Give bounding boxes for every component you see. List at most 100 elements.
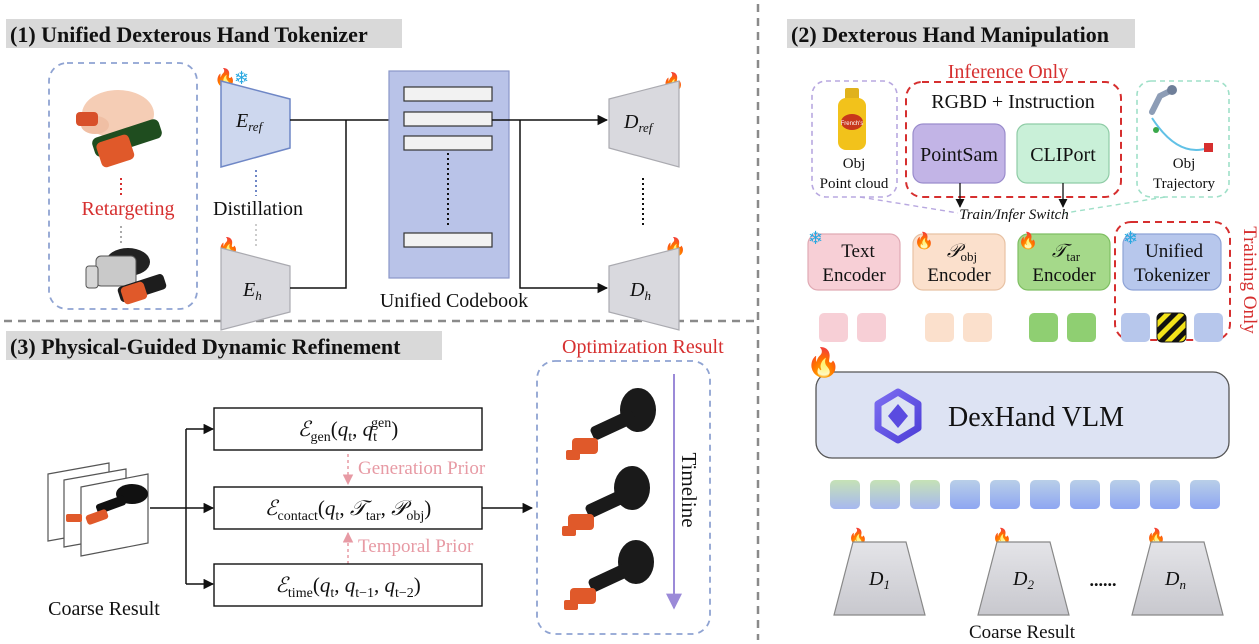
- obj-trajectory-label-1: Obj: [1173, 156, 1196, 172]
- panel-2-title-bg: [787, 19, 1135, 48]
- output-token: [1150, 480, 1180, 509]
- ttar-encoder-label: Encoder: [1032, 265, 1096, 286]
- token-masked: [1156, 312, 1187, 343]
- token-ttar-1: [1029, 313, 1058, 342]
- encoder-ref-label: Eref: [235, 110, 265, 134]
- token-text-1: [819, 313, 848, 342]
- dexhand-vlm-label: DexHand VLM: [948, 402, 1124, 433]
- distillation-label: Distillation: [213, 198, 303, 220]
- token-unified-1: [1121, 313, 1150, 342]
- panel-1-title-bg: [6, 19, 402, 48]
- decoder-h-label: Dh: [629, 279, 651, 303]
- pointsam-label: PointSam: [920, 144, 998, 166]
- snowflake-icon-eref: ❄: [234, 68, 249, 88]
- encoder-h: [220, 247, 291, 331]
- fire-icon-pobj-encoder: 🔥: [914, 231, 934, 250]
- panel-2-manipulation: (2) Dexterous Hand Manipulation French's…: [787, 19, 1259, 643]
- snowflake-icon-text-encoder: ❄: [808, 228, 823, 248]
- inference-only-label: Inference Only: [948, 61, 1069, 83]
- retargeting-label: Retargeting: [82, 198, 175, 220]
- text-encoder-label-2: Encoder: [822, 265, 886, 286]
- output-token: [1190, 480, 1220, 509]
- dexhand-vlm-box: [815, 371, 1230, 459]
- panel-3-title: (3) Physical-Guided Dynamic Refinement: [10, 334, 401, 359]
- training-only-label: Training Only: [1239, 226, 1259, 334]
- energy-time-formula: ℰtime(qt, qt−1, qt−2): [275, 573, 421, 601]
- energy-gen-box: [213, 407, 483, 451]
- energy-gen-formula: ℰgen(qt, qtgen): [298, 416, 398, 445]
- cliport-label: CLIPort: [1030, 144, 1096, 166]
- fire-icon-dn: 🔥: [1146, 527, 1166, 546]
- snowflake-icon-unified-tokenizer: ❄: [1123, 228, 1138, 248]
- unified-tokenizer-box: [1122, 233, 1222, 291]
- human-hand-icon: [76, 90, 162, 168]
- codebook-label: Unified Codebook: [380, 290, 528, 312]
- robot-arm-trajectory-icon: [1149, 85, 1213, 152]
- obj-point-cloud-box: [811, 80, 898, 198]
- unified-tokenizer-label-2: Tokenizer: [1134, 265, 1210, 286]
- retargeting-box: [48, 62, 198, 310]
- output-token: [1070, 480, 1100, 509]
- panel-3-refinement: (3) Physical-Guided Dynamic Refinement C…: [6, 331, 724, 635]
- output-token: [1110, 480, 1140, 509]
- panel-1-title: (1) Unified Dexterous Hand Tokenizer: [10, 22, 368, 47]
- decoder-d2-label: D2: [1012, 568, 1034, 592]
- coarse-result-label-right: Coarse Result: [969, 622, 1076, 643]
- train-infer-switch-label: Train/Infer Switch: [959, 207, 1069, 223]
- energy-time-box: [213, 563, 483, 607]
- obj-point-cloud-label-1: Obj: [843, 156, 866, 172]
- decoder-d2: [977, 541, 1070, 616]
- codebook-entry: [403, 232, 493, 248]
- fire-icon-ttar-encoder: 🔥: [1018, 231, 1038, 250]
- panel-1-tokenizer: (1) Unified Dexterous Hand Tokenizer Ret…: [6, 19, 686, 331]
- optimized-hand-1: [566, 388, 656, 460]
- optimized-hand-2: [562, 466, 650, 536]
- decoder-ref: [608, 80, 680, 168]
- output-token: [990, 480, 1020, 509]
- decoder-dn: [1131, 541, 1224, 616]
- token-ttar-2: [1067, 313, 1096, 342]
- pobj-encoder-label: Encoder: [927, 265, 991, 286]
- text-encoder-label-1: Text: [841, 241, 875, 262]
- token-text-2: [857, 313, 886, 342]
- obj-trajectory-label-2: Trajectory: [1153, 176, 1215, 192]
- token-pobj-2: [963, 313, 992, 342]
- optimization-result-box: [536, 360, 711, 635]
- trajectory-switch-line: [1064, 196, 1166, 214]
- token-unified-2: [1194, 313, 1223, 342]
- fire-icon-eref: 🔥: [214, 67, 236, 88]
- fire-icon-d1: 🔥: [848, 527, 868, 546]
- inference-only-box: [905, 81, 1122, 198]
- energy-contact-formula: ℰcontact(qt, 𝒯tar, 𝒫obj): [265, 496, 431, 524]
- optimization-result-label: Optimization Result: [562, 336, 724, 358]
- output-token: [950, 480, 980, 509]
- coarse-result-stack: [47, 462, 149, 557]
- output-token: [910, 480, 940, 509]
- arrow-codebook-dh: [519, 120, 609, 294]
- temporal-prior-label: Temporal Prior: [358, 536, 474, 557]
- encoder-h-label: Eh: [242, 279, 262, 303]
- output-token: [870, 480, 900, 509]
- ttar-encoder-box: [1017, 233, 1111, 291]
- decoder-dn-label: Dn: [1164, 568, 1186, 592]
- vlm-logo-icon: [874, 388, 922, 444]
- codebook-entry: [403, 135, 493, 151]
- svg-text:French's: French's: [841, 121, 864, 127]
- decoder-d1-label: D1: [868, 568, 890, 592]
- generation-prior-label: Generation Prior: [358, 458, 486, 479]
- codebook-entry: [403, 86, 493, 102]
- text-encoder-box: [807, 233, 901, 291]
- codebook-entry: [403, 111, 493, 127]
- training-only-box: [1114, 221, 1231, 341]
- output-token: [1030, 480, 1060, 509]
- decoder-h: [608, 247, 680, 331]
- output-token: [830, 480, 860, 509]
- pointcloud-switch-line: [859, 196, 959, 214]
- coarse-result-label-left: Coarse Result: [48, 598, 160, 620]
- obj-point-cloud-label-2: Point cloud: [820, 176, 889, 192]
- output-tokens: [830, 480, 1220, 509]
- arrow-eh-codebook: [290, 120, 347, 289]
- panel-3-title-bg: [6, 331, 442, 360]
- panel-2-title: (2) Dexterous Hand Manipulation: [791, 22, 1109, 47]
